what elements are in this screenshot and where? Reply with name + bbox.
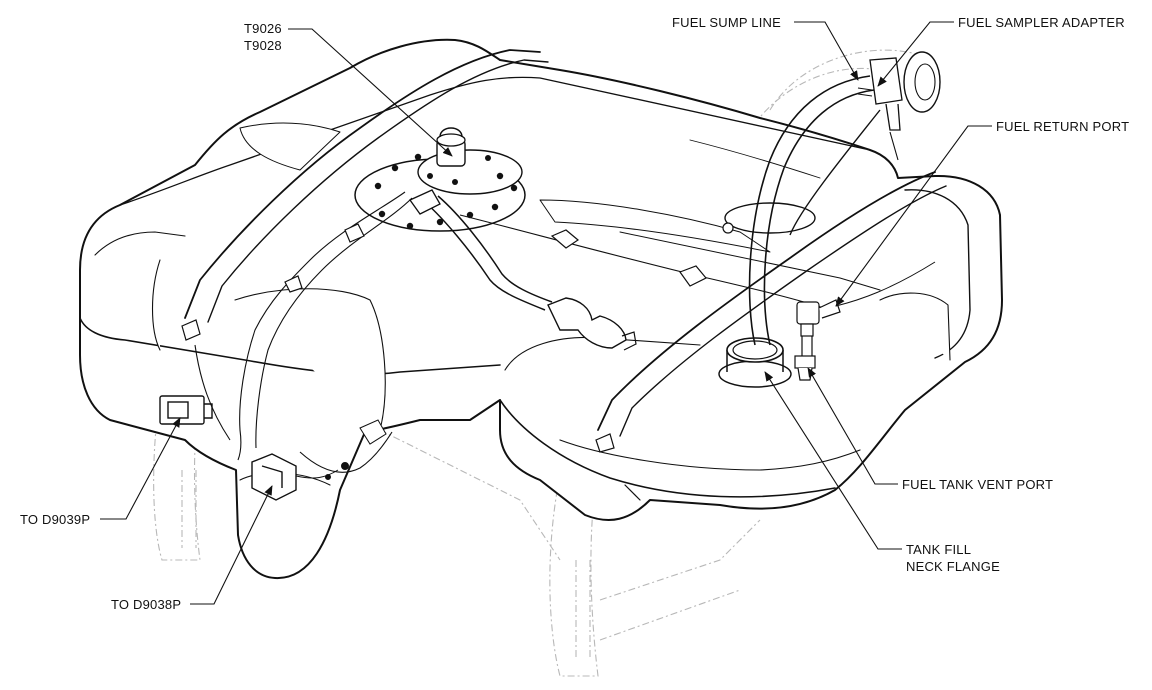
tether-chain: [295, 419, 387, 480]
sump-line-hose: [722, 75, 881, 346]
harness-clips: [181, 223, 707, 453]
callout-to-d9039p: TO D9039P: [20, 512, 91, 527]
connector-d9038p: [251, 453, 297, 501]
callout-to-d9038p: TO D9038P: [111, 597, 182, 612]
callout-fuel-tank-vent-port: FUEL TANK VENT PORT: [902, 477, 1054, 492]
tank-straps: [184, 49, 947, 437]
leader-lines: [100, 21, 992, 605]
pump-flange: [354, 127, 526, 232]
callout-fuel-return-port: FUEL RETURN PORT: [996, 119, 1130, 134]
fuel-feed-line: [409, 189, 637, 351]
connector-d9039p: [159, 395, 213, 425]
callout-tank-fill-line1: TANK FILL: [906, 542, 972, 557]
callout-fuel-sampler-adapter: FUEL SAMPLER ADAPTER: [958, 15, 1125, 30]
callout-tank-fill-line2: NECK FLANGE: [906, 559, 1000, 574]
callout-t9026: T9026: [244, 21, 282, 36]
callout-fuel-sump-line: FUEL SUMP LINE: [672, 15, 781, 30]
sampler-adapter: [857, 51, 941, 161]
callout-t9028: T9028: [244, 38, 282, 53]
